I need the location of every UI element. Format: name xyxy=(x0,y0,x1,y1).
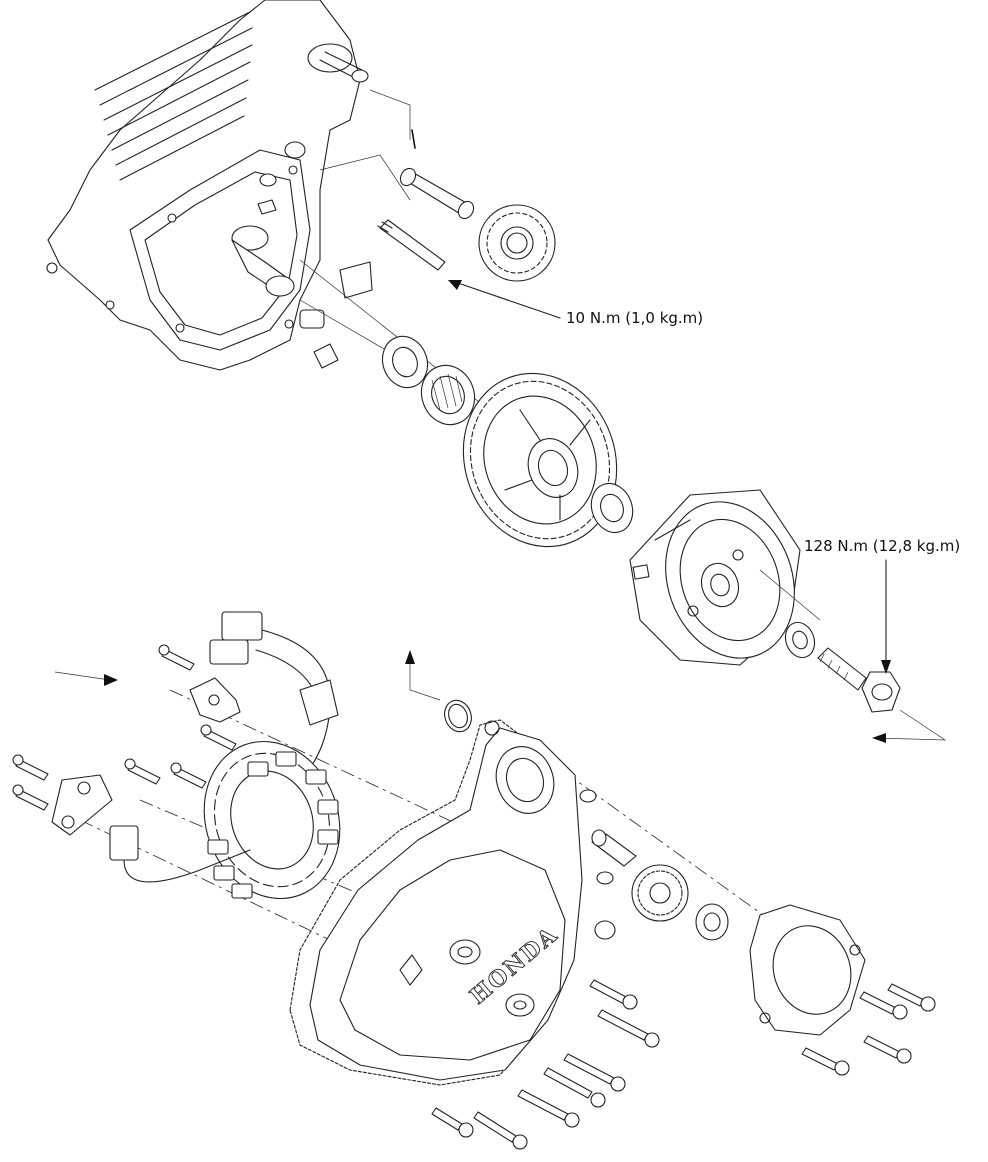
bolt xyxy=(170,762,207,789)
thrust-washer xyxy=(590,482,634,534)
idle-gear-shaft-lower xyxy=(591,829,637,867)
cover-bolts xyxy=(12,644,936,1150)
stud-bolt xyxy=(377,219,446,271)
bolt xyxy=(473,1111,528,1150)
bolt xyxy=(431,1107,474,1138)
flywheel-washer xyxy=(784,621,816,659)
idle-gear-shaft xyxy=(399,167,475,220)
starter-driven-gear xyxy=(462,372,618,548)
bolt xyxy=(124,758,161,785)
crankcase-engine-block xyxy=(46,0,373,371)
flywheel-bolt-torque-spec: 128 N.m (12,8 kg.m) xyxy=(804,537,961,555)
bolt xyxy=(887,983,936,1012)
alternator-stator xyxy=(203,740,341,900)
bolt xyxy=(801,1047,850,1076)
flywheel-bolt xyxy=(817,647,901,713)
bolt xyxy=(597,1009,660,1048)
bolt xyxy=(12,754,49,781)
washer xyxy=(381,335,429,389)
stud-torque-spec: 10 N.m (1,0 kg.m) xyxy=(566,309,704,327)
pulse-generator xyxy=(51,774,251,883)
starter-reduction-gear-cover xyxy=(749,904,866,1036)
bolt xyxy=(563,1053,626,1092)
needle-bearing xyxy=(420,364,476,426)
idle-gear xyxy=(478,204,556,282)
bolt xyxy=(200,724,237,751)
bolt xyxy=(517,1089,580,1128)
bolt xyxy=(589,979,638,1010)
bolt xyxy=(158,644,195,671)
o-ring xyxy=(444,699,472,733)
reduction-gear xyxy=(631,864,689,922)
bolt xyxy=(12,784,49,811)
bolt xyxy=(543,1067,606,1108)
collar xyxy=(695,903,729,941)
wire-harness-connector xyxy=(209,611,339,781)
bolt xyxy=(863,1035,912,1064)
cover-gasket xyxy=(289,719,581,1086)
pulse-generator-bracket xyxy=(189,677,241,723)
stud-torque-leader xyxy=(454,281,561,319)
flywheel xyxy=(629,489,801,666)
dowel-pin xyxy=(579,789,597,803)
bolt xyxy=(859,991,908,1020)
assembly-axis-line xyxy=(319,154,411,201)
left-crankcase-cover xyxy=(309,720,583,1081)
nut xyxy=(594,920,616,940)
